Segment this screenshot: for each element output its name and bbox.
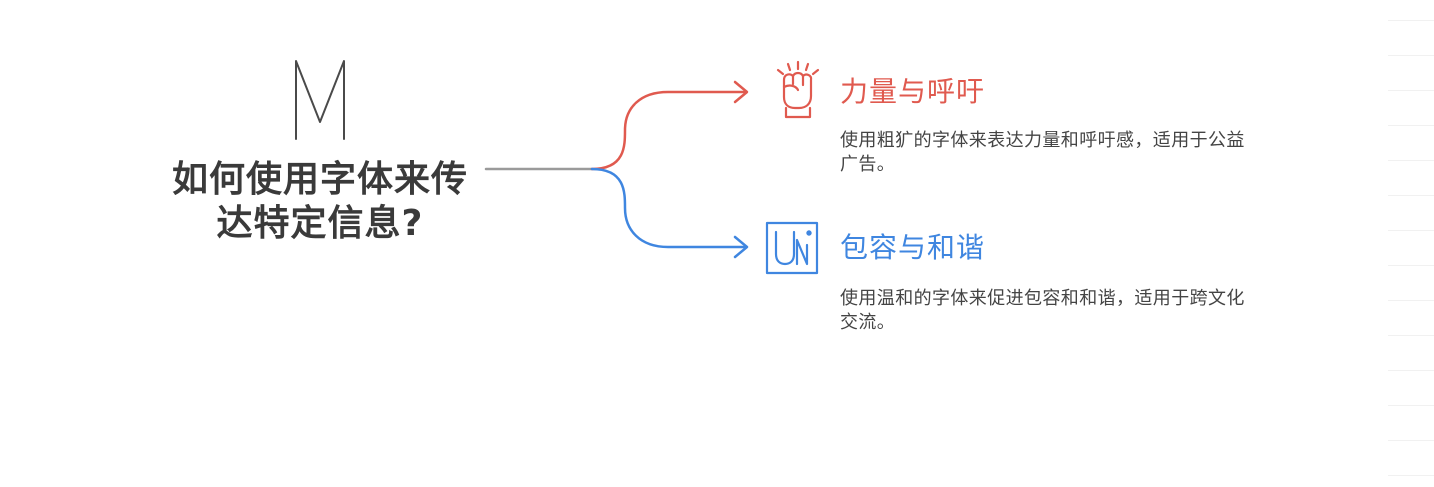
unicode-box-icon: [765, 221, 819, 275]
harmony-branch-title: 包容与和谐: [840, 231, 986, 264]
harmony-arrow-head: [733, 235, 749, 259]
power-branch-connector: [590, 90, 747, 171]
question-line-2: 达特定信息?: [216, 203, 424, 244]
edge-ruler: [1384, 0, 1434, 487]
harmony-branch-description: 使用温和的字体来促进包容和和谐，适用于跨文化交流。: [840, 288, 1245, 333]
question-line-1: 如何使用字体来传: [171, 159, 468, 200]
power-branch-description: 使用粗犷的字体来表达力量和呼吁感，适用于公益广告。: [840, 130, 1245, 175]
central-question: 如何使用字体来传 达特定信息?: [160, 158, 480, 246]
power-arrow-head: [733, 80, 749, 104]
fist-icon: [776, 60, 820, 119]
harmony-branch-connector: [590, 167, 747, 249]
m-letter-icon: [295, 60, 345, 140]
power-branch-title: 力量与呼吁: [840, 75, 986, 108]
